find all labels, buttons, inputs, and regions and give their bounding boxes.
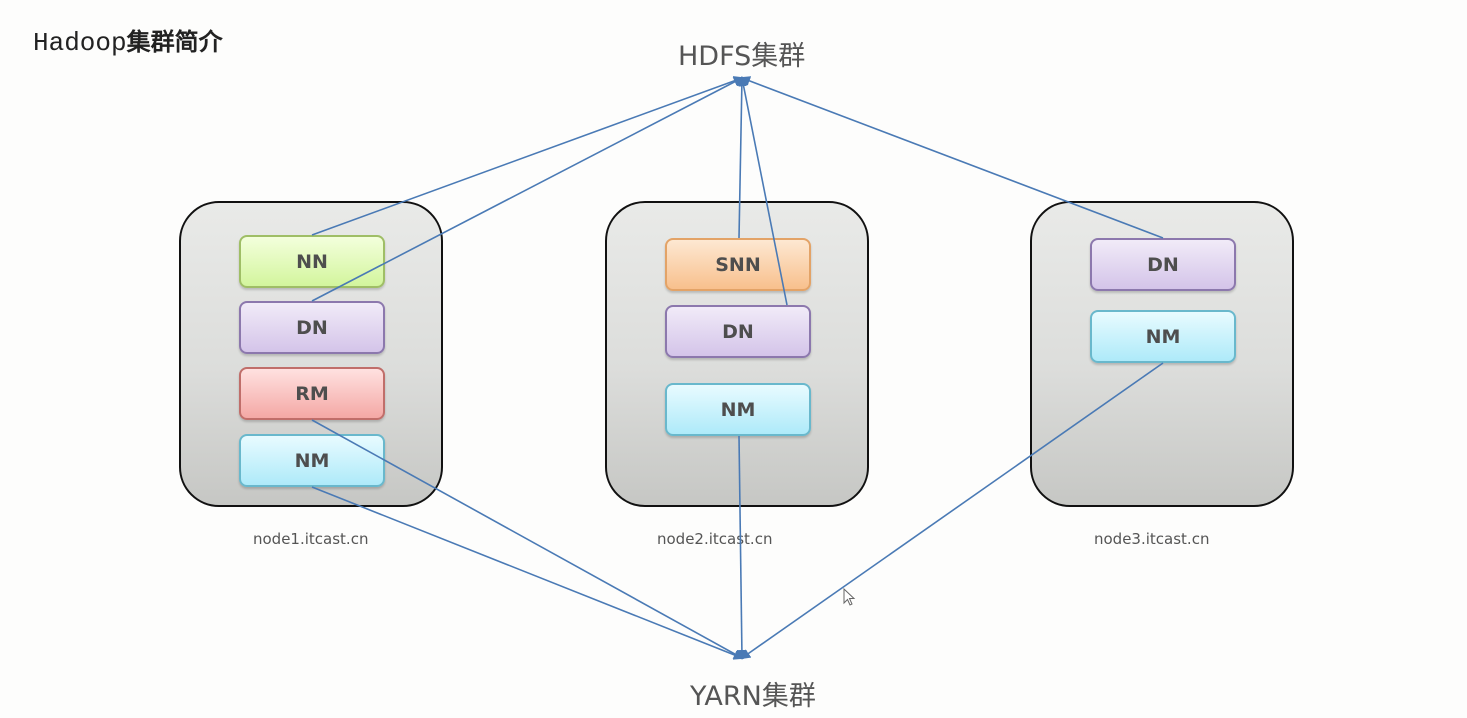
node2-secondary-namenode: SNN <box>665 238 811 291</box>
slide-title-suffix: 集群简介 <box>126 28 223 56</box>
node2-nodemanager: NM <box>665 383 811 436</box>
node2-datanode: DN <box>665 305 811 358</box>
slide-title: Hadoop集群简介 <box>33 22 223 58</box>
node3-nodemanager: NM <box>1090 310 1236 363</box>
node2-hostname: node2.itcast.cn <box>657 530 773 548</box>
hdfs-cluster-label: HDFS集群 <box>678 41 806 72</box>
mouse-cursor-icon <box>843 588 856 606</box>
slide-title-prefix: Hadoop <box>33 28 127 58</box>
node1-namenode: NN <box>239 235 385 288</box>
node3-datanode: DN <box>1090 238 1236 291</box>
node1-nodemanager: NM <box>239 434 385 487</box>
yarn-cluster-label: YARN集群 <box>690 681 816 712</box>
node1-datanode: DN <box>239 301 385 354</box>
arrow-node1-nm-to-yarn <box>311 486 744 660</box>
node3-hostname: node3.itcast.cn <box>1094 530 1210 548</box>
node1-hostname: node1.itcast.cn <box>253 530 369 548</box>
node1-resourcemanager: RM <box>239 367 385 420</box>
